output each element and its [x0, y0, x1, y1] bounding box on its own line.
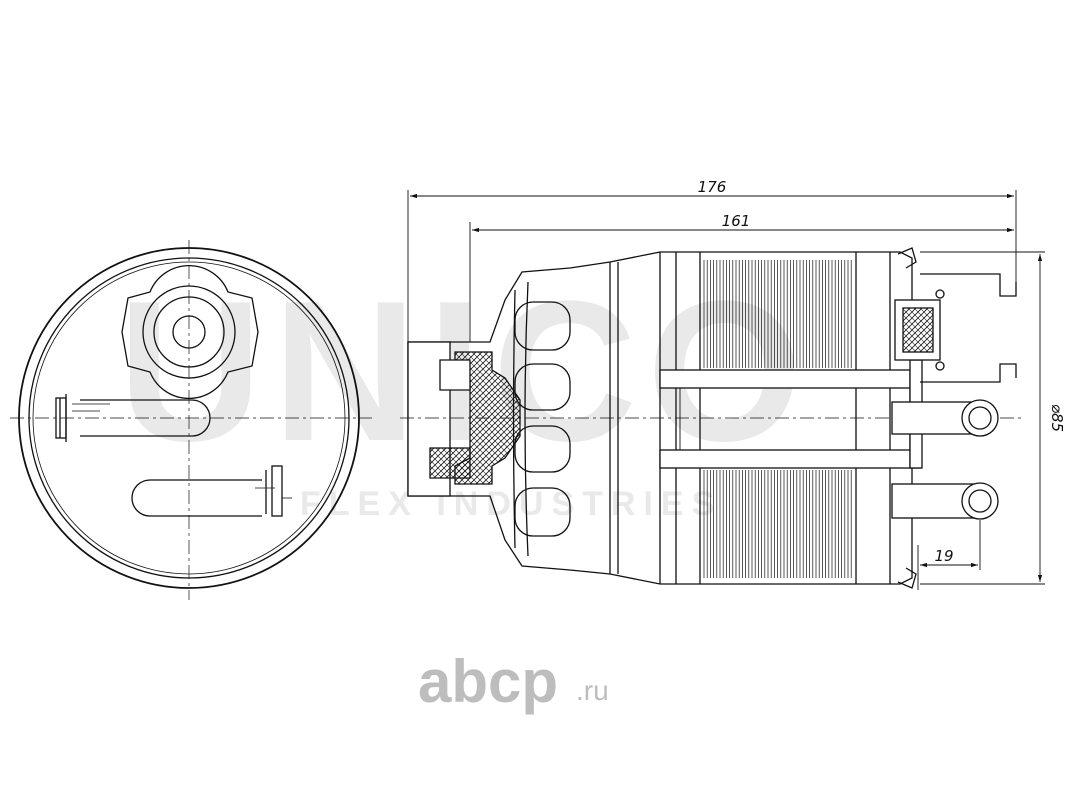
filter-pleats-lower [703, 470, 852, 578]
watermark-subtitle: FLEX INDUSTRIES [300, 485, 722, 523]
filter-pleats-upper [703, 260, 852, 368]
side-section-view [400, 251, 1025, 585]
dimension-port-spacing: 19 [934, 547, 953, 565]
site-logo: abcp [418, 648, 558, 715]
cap-windows [514, 301, 571, 537]
dimension-body-length: 161 [722, 212, 751, 230]
dimension-overall-length: 176 [698, 178, 727, 196]
dimension-diameter: ⌀85 [1048, 404, 1066, 432]
dimension-lines [407, 190, 1045, 590]
outlet-fittings [891, 247, 1017, 589]
end-view [10, 240, 372, 600]
site-logo-suffix: .ru [576, 675, 609, 706]
